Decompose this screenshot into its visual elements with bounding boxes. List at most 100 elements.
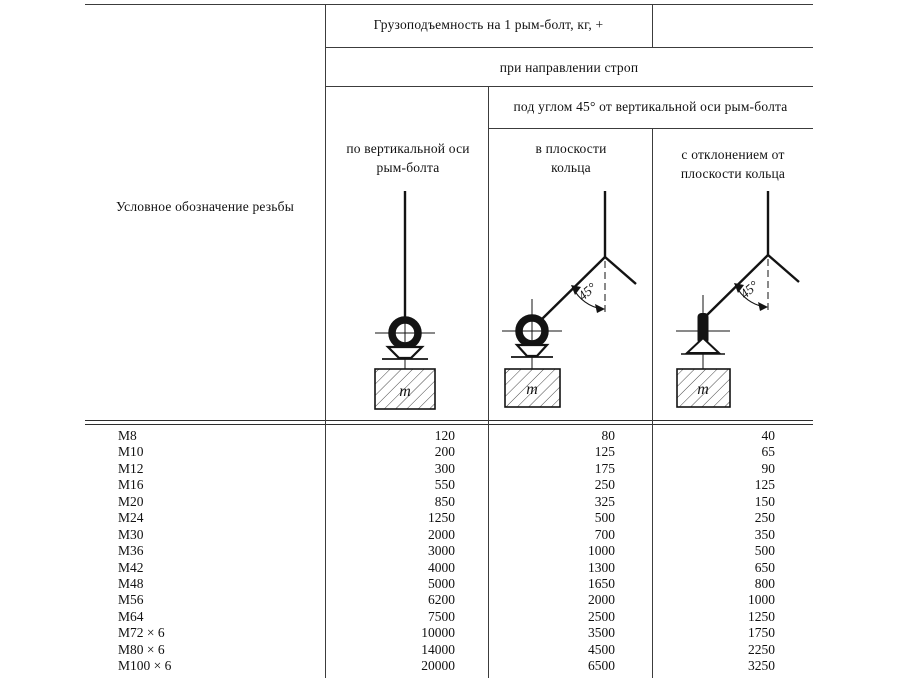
header-col-out-of-plane: с отклонением от плоскости кольца [680, 147, 786, 181]
cell-vertical: 200 [434, 444, 455, 460]
table-row: M36 3000 1000 500 [85, 543, 813, 559]
rule-under-angle [488, 128, 813, 129]
cell-vertical: 5000 [428, 575, 455, 591]
cell-vertical: 2000 [428, 526, 455, 542]
cell-out-of-plane: 800 [754, 575, 775, 591]
cell-out-of-plane: 500 [754, 543, 775, 559]
cell-thread: M24 [118, 510, 144, 526]
cell-out-of-plane: 3250 [748, 658, 775, 674]
rule-header-body-separator [85, 420, 813, 425]
eyebolt-seat [514, 343, 550, 358]
table-row: M100 × 6 20000 6500 3250 [85, 658, 813, 674]
cell-out-of-plane: 90 [761, 460, 776, 476]
header-thread-designation: Условное обозначение резьбы [115, 199, 294, 214]
diagram-in-plane: 45° m [502, 191, 637, 408]
cell-thread: M12 [118, 460, 144, 476]
rule-under-load-capacity [325, 47, 813, 48]
cell-out-of-plane: 65 [761, 444, 776, 460]
load-block [676, 368, 731, 408]
cell-thread: M30 [118, 526, 144, 542]
cell-in-plane: 325 [594, 493, 615, 509]
table-row: M56 6200 2000 1000 [85, 592, 813, 608]
cell-vertical: 14000 [421, 641, 455, 657]
rule-under-sling-direction [325, 86, 813, 87]
cell-thread: M64 [118, 608, 144, 624]
cell-vertical: 120 [434, 428, 455, 443]
col-sep-inplane-outplane [652, 128, 653, 678]
cell-in-plane: 125 [594, 444, 615, 460]
table-row: M30 2000 700 350 [85, 527, 813, 543]
cell-out-of-plane: 350 [754, 526, 775, 542]
header-angle-45: под углом 45° от вертикальной оси рым-бо… [513, 99, 788, 114]
cell-in-plane: 700 [594, 526, 615, 542]
branch-line [604, 256, 637, 285]
header-sling-direction: при направлении строп [499, 60, 639, 75]
table-row: M8 120 80 40 [85, 428, 813, 444]
diagram-out-of-plane: 45° m [676, 191, 800, 408]
cell-thread: M8 [118, 428, 137, 443]
arc-arrowhead [734, 283, 744, 293]
diagram-vertical-axis: m [374, 191, 436, 410]
arc-arrowhead [595, 304, 605, 313]
arc-arrowhead [571, 285, 581, 295]
eyebolt-ring-edge-view [697, 313, 709, 344]
mass-label: m [526, 381, 538, 398]
cell-vertical: 10000 [421, 625, 455, 641]
cell-thread: M56 [118, 592, 144, 608]
cell-vertical: 7500 [428, 608, 455, 624]
cell-thread: M72 × 6 [118, 625, 165, 641]
cell-out-of-plane: 1000 [748, 592, 775, 608]
cell-thread: M36 [118, 543, 144, 559]
cell-in-plane: 1300 [588, 559, 615, 575]
cell-thread: M100 × 6 [118, 658, 172, 674]
mass-label: m [399, 383, 411, 400]
cell-vertical: 6200 [428, 592, 455, 608]
cell-in-plane: 500 [594, 510, 615, 526]
cell-out-of-plane: 2250 [748, 641, 775, 657]
cell-thread: M16 [118, 477, 144, 493]
cell-thread: M48 [118, 575, 144, 591]
cell-in-plane: 2000 [588, 592, 615, 608]
cell-vertical: 4000 [428, 559, 455, 575]
cell-in-plane: 1000 [588, 543, 615, 559]
cell-in-plane: 250 [594, 477, 615, 493]
cell-in-plane: 6500 [588, 658, 615, 674]
cell-in-plane: 2500 [588, 608, 615, 624]
cell-out-of-plane: 150 [754, 493, 775, 509]
cell-vertical: 300 [434, 460, 455, 476]
table-row: M12 300 175 90 [85, 461, 813, 477]
table-row: M80 × 6 14000 4500 2250 [85, 642, 813, 658]
table-row: M42 4000 1300 650 [85, 560, 813, 576]
cell-thread: M42 [118, 559, 144, 575]
cell-vertical: 20000 [421, 658, 455, 674]
cell-thread: M20 [118, 493, 144, 509]
load-block [504, 368, 561, 408]
cell-vertical: 550 [434, 477, 455, 493]
col-sep-designation [325, 4, 326, 678]
cell-out-of-plane: 250 [754, 510, 775, 526]
branch-line [767, 254, 800, 283]
cell-in-plane: 80 [601, 428, 616, 443]
cell-out-of-plane: 1250 [748, 608, 775, 624]
arc-arrowhead [758, 302, 768, 311]
cell-in-plane: 175 [594, 460, 615, 476]
eyebolt-seat [385, 345, 425, 360]
cell-out-of-plane: 40 [761, 428, 776, 443]
table-row: M64 7500 2500 1250 [85, 609, 813, 625]
rule-top [85, 4, 813, 5]
cell-out-of-plane: 125 [754, 477, 775, 493]
cell-vertical: 3000 [428, 543, 455, 559]
col-sep-top-right [652, 4, 653, 47]
eyebolt-seat [684, 336, 722, 354]
cell-out-of-plane: 650 [754, 559, 775, 575]
mass-label: m [697, 381, 709, 398]
header-col-vertical-axis: по вертикальной оси рым-болта [346, 141, 470, 175]
cell-thread: M80 × 6 [118, 641, 165, 657]
header-col-in-plane: в плоскости кольца [535, 141, 607, 175]
col-sep-vertical-inplane [488, 86, 489, 678]
cell-in-plane: 4500 [588, 641, 615, 657]
